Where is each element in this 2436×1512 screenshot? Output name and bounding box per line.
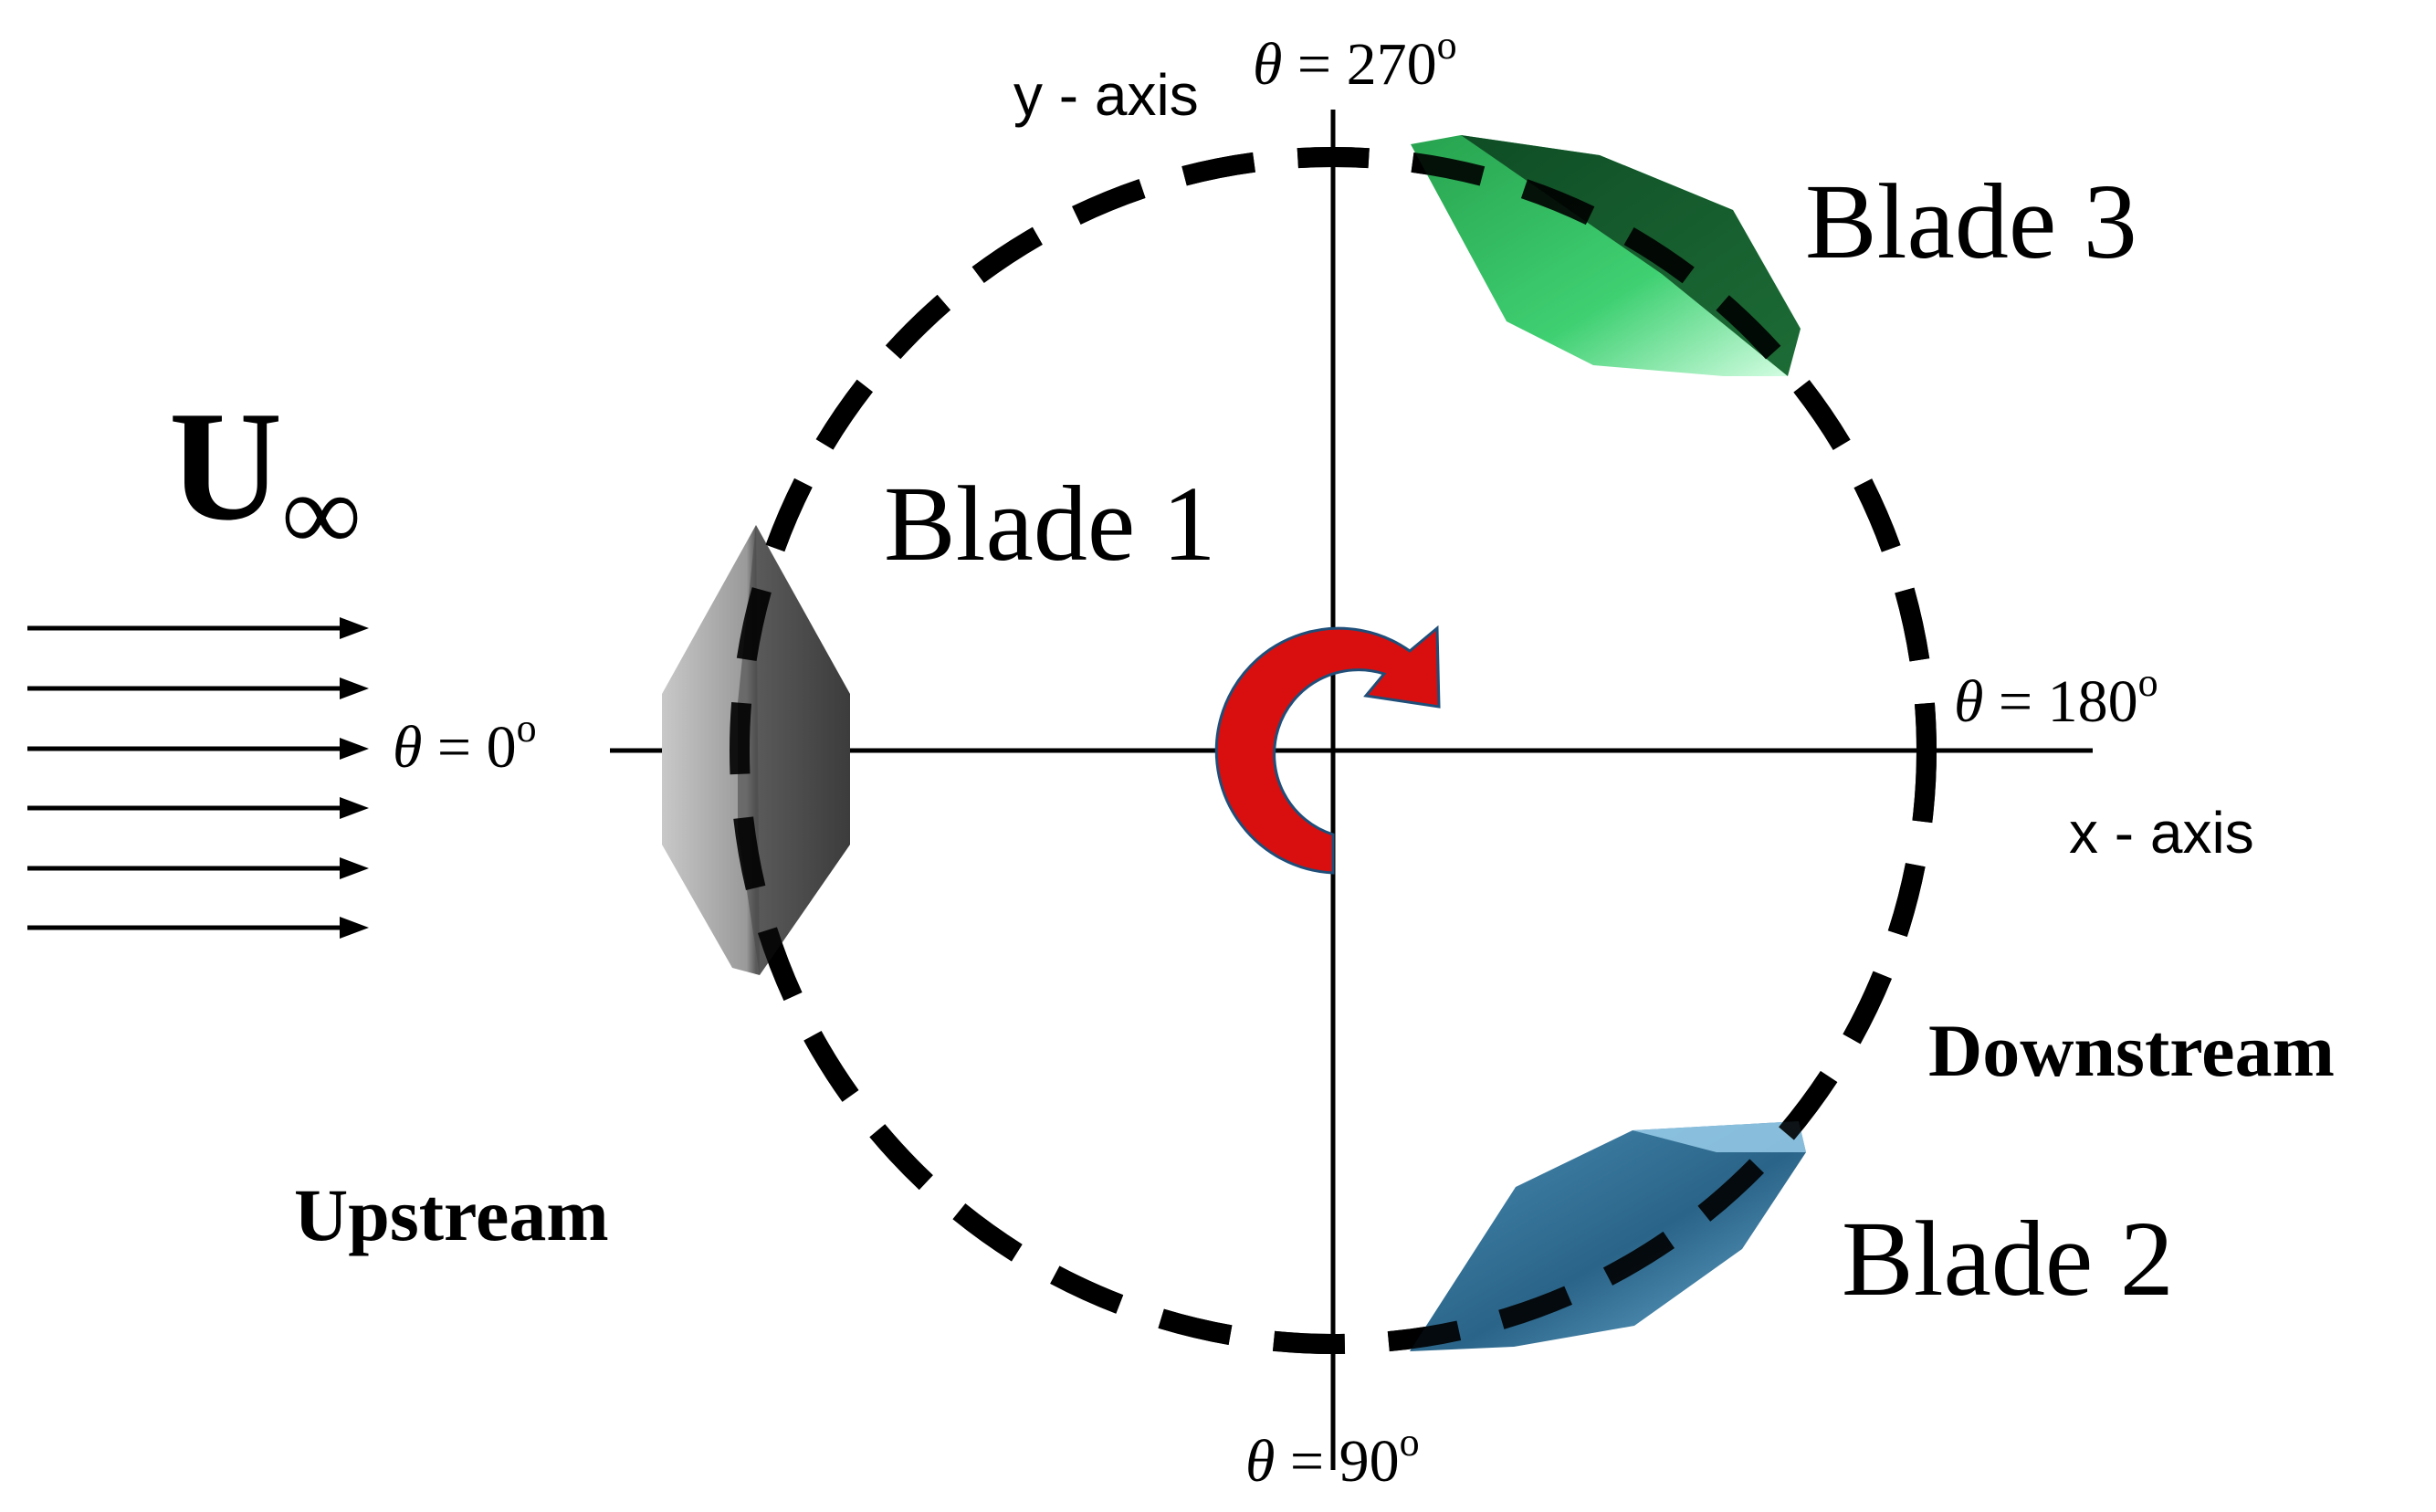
angle-label-0: θ = 0o bbox=[393, 706, 537, 781]
blade-2-label: Blade 2 bbox=[1842, 1199, 2174, 1318]
downstream-label: Downstream bbox=[1928, 1009, 2335, 1092]
counterclockwise-rotation-icon bbox=[1214, 625, 1441, 875]
blade-2-shape bbox=[1410, 1121, 1806, 1351]
blade-3-label: Blade 3 bbox=[1805, 162, 2137, 281]
free-stream-velocity-label: U∞ bbox=[169, 380, 361, 573]
stream-arrow bbox=[27, 917, 369, 939]
stream-arrow bbox=[27, 797, 369, 819]
stream-arrow bbox=[27, 677, 369, 699]
orbit-overlay bbox=[730, 147, 1937, 1354]
velocity-symbol: U bbox=[169, 380, 282, 553]
angle-label-270: θ = 270o bbox=[1253, 23, 1457, 98]
free-stream-arrows bbox=[27, 617, 369, 939]
stream-arrow bbox=[27, 857, 369, 879]
infinity-subscript: ∞ bbox=[282, 452, 361, 573]
y-axis-label: y - axis bbox=[1013, 62, 1199, 128]
upstream-label: Upstream bbox=[294, 1173, 609, 1256]
angle-label-90: θ = 90o bbox=[1245, 1420, 1420, 1495]
angle-label-180: θ = 180o bbox=[1954, 660, 2158, 735]
stream-arrow bbox=[27, 617, 369, 639]
x-axis-label: x - axis bbox=[2069, 800, 2254, 866]
blade-3-shape bbox=[1411, 135, 1801, 376]
stream-arrow bbox=[27, 738, 369, 760]
blade-1-label: Blade 1 bbox=[884, 464, 1216, 583]
